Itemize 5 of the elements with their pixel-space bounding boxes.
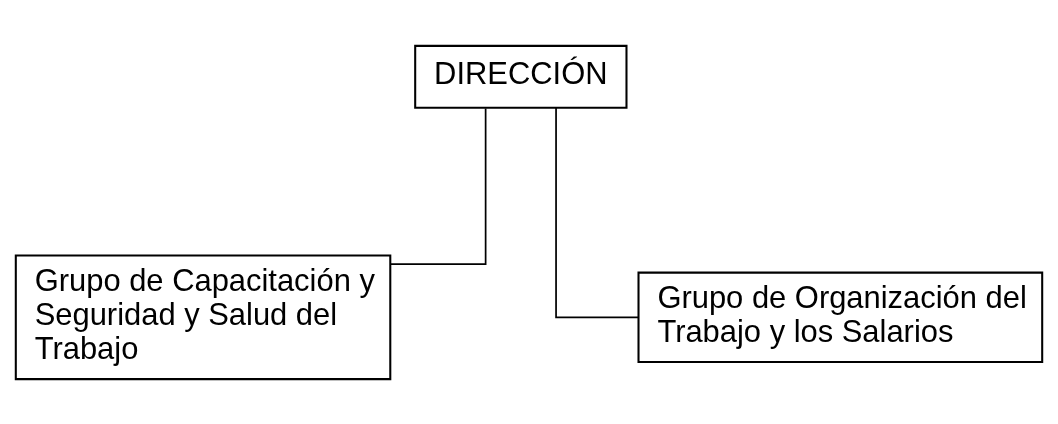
node-box: Grupo de Organización del Trabajo y los Salarios: [637, 271, 1044, 363]
connector: [555, 106, 640, 318]
node-box: DIRECCIÓN: [414, 44, 628, 109]
connector: [389, 107, 487, 265]
node-box: Grupo de Capacitación y Seguridad y Salud del Trabajo: [14, 253, 392, 380]
